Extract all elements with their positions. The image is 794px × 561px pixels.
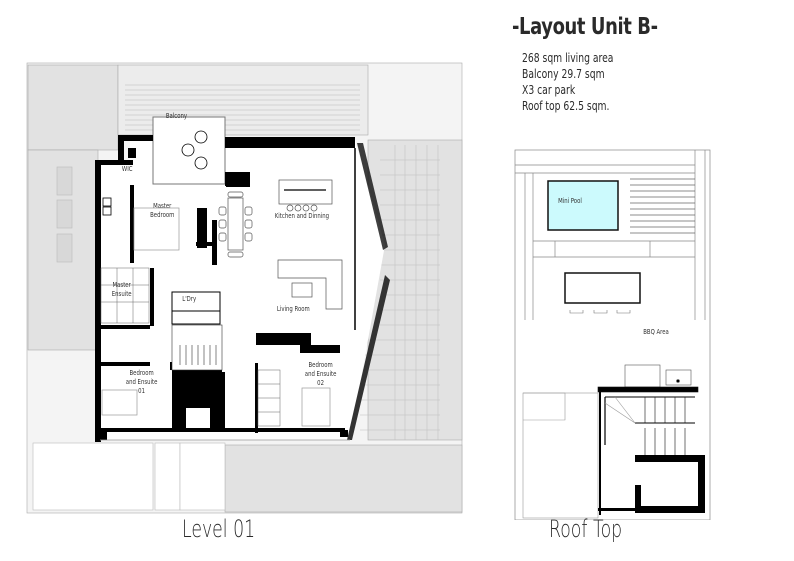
rooftop-enclosure-walls [598,455,705,513]
spec-roof-top: Roof top 62.5 sqm. [522,98,610,113]
laundry-room [171,291,221,325]
planter-boxes [56,166,73,263]
bbq-unit [624,364,692,388]
louvre-screens [125,84,360,131]
label-living-room: Living Room [276,305,310,313]
staircase [171,324,223,371]
bed02-ensuite-tiles [257,369,281,427]
living-sofa [277,259,343,310]
spec-car-park: X3 car park [522,82,576,97]
unit-interior-floor [98,140,385,440]
master-ensuite-tiles [100,267,150,324]
bed01-bed [101,389,138,416]
label-kitchen-dining: Kitchen and Dinning [274,212,330,220]
angled-glazing-wall [357,143,388,250]
label-balcony: Balcony [165,112,188,120]
master-bed [133,207,180,251]
unit-specs-list: 268 sqm living area Balcony 29.7 sqm X3 … [522,50,613,114]
bed02-bed [301,387,331,427]
balcony-chairs [181,130,208,170]
rooftop-floor-plan [514,149,711,520]
dining-table [218,191,253,258]
deck-slats [630,178,695,234]
outdoor-stools [569,310,631,314]
terrace-paving-grid [360,145,440,440]
structural-walls [95,135,355,442]
label-wic: WIC [121,165,133,173]
spec-living-area: 268 sqm living area [522,50,614,65]
rooftop-stair-core [597,386,699,515]
outdoor-table [564,272,641,304]
caption-level-01: Level 01 [182,515,256,543]
mini-pool [547,180,619,231]
spec-balcony: Balcony 29.7 sqm [522,66,605,81]
level-01-floor-plan [26,62,463,514]
kitchen-island [278,179,333,212]
label-mini-pool: Mini Pool [558,197,582,205]
layout-title: -Layout Unit B- [512,14,658,40]
label-bbq-area: BBQ Area [643,328,669,336]
label-laundry: L'Dry [182,295,197,303]
caption-roof-top: Roof Top [549,515,623,543]
